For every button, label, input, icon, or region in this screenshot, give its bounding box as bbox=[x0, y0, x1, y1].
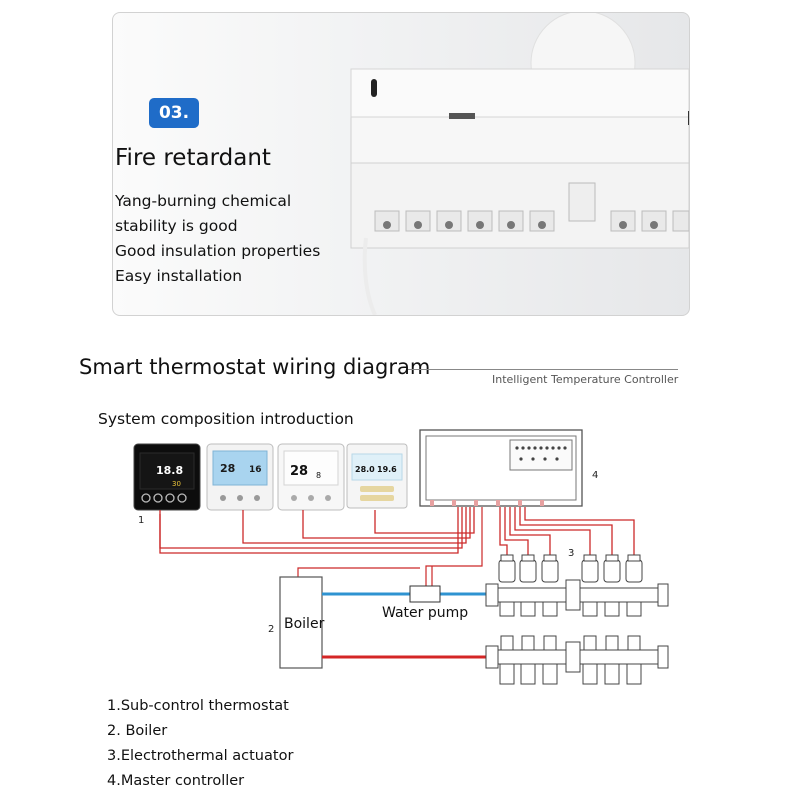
thermostat-black: 18.8 30 bbox=[133, 443, 201, 511]
thermostat-sub: 8 bbox=[316, 471, 321, 480]
feature-point: Yang-burning chemical bbox=[115, 192, 292, 210]
legend-item: 4.Master controller bbox=[107, 773, 245, 789]
thermostat-temp: 28.0 bbox=[355, 465, 375, 474]
legend-item: 1.Sub-control thermostat bbox=[107, 698, 289, 714]
feature-point: Easy installation bbox=[115, 267, 243, 285]
boiler: Boiler bbox=[279, 576, 325, 669]
return-manifold bbox=[485, 635, 669, 685]
master-controller bbox=[419, 429, 583, 507]
feature-list: Yang-burning chemical stability is good … bbox=[115, 189, 320, 289]
feature-title: Fire retardant bbox=[115, 145, 271, 171]
composition-heading: System composition introduction bbox=[98, 410, 354, 428]
diagram-title: Smart thermostat wiring diagram bbox=[79, 355, 431, 379]
electrothermal-actuators bbox=[498, 554, 643, 583]
component-legend: 1.Sub-control thermostat 2. Boiler 3.Ele… bbox=[107, 694, 293, 794]
callout-2: 2 bbox=[268, 624, 274, 635]
feature-point: Good insulation properties bbox=[115, 242, 321, 260]
thermostat-temp: 28 bbox=[290, 464, 308, 479]
thermostat-sub: 30 bbox=[172, 480, 181, 488]
wiring-diagram: 18.8 30 28 16 28 8 28.0 19.6 bbox=[133, 429, 669, 685]
thermostat-signal-wires bbox=[159, 507, 475, 554]
water-pump: Water pump bbox=[382, 585, 468, 621]
thermostat-sub: 16 bbox=[249, 465, 262, 475]
callout-1: 1 bbox=[138, 515, 144, 526]
callout-3: 3 bbox=[568, 548, 574, 559]
callout-4: 4 bbox=[592, 470, 598, 481]
supply-manifold bbox=[485, 579, 669, 617]
actuator-wires bbox=[499, 507, 635, 560]
pump-wire bbox=[425, 507, 483, 586]
step-badge: 03. bbox=[149, 98, 199, 128]
thermostat-light: 28.0 19.6 bbox=[346, 443, 408, 509]
legend-item: 2. Boiler bbox=[107, 723, 168, 739]
boiler-label: Boiler bbox=[284, 616, 325, 632]
legend-item: 3.Electrothermal actuator bbox=[107, 748, 294, 764]
master-controller-photo bbox=[350, 13, 689, 315]
pump-label: Water pump bbox=[382, 605, 468, 621]
feature-point: stability is good bbox=[115, 217, 238, 235]
diagram-subtitle: Intelligent Temperature Controller bbox=[492, 373, 679, 386]
thermostat-temp: 18.8 bbox=[156, 464, 183, 477]
thermostat-white: 28 8 bbox=[277, 443, 345, 511]
thermostat-temp: 28 bbox=[220, 462, 235, 475]
thermostat-blue: 28 16 bbox=[206, 443, 274, 511]
thermostat-sub: 19.6 bbox=[377, 465, 397, 474]
title-divider bbox=[408, 369, 678, 370]
product-feature-card: 03. Fire retardant Yang-burning chemical… bbox=[112, 12, 690, 316]
